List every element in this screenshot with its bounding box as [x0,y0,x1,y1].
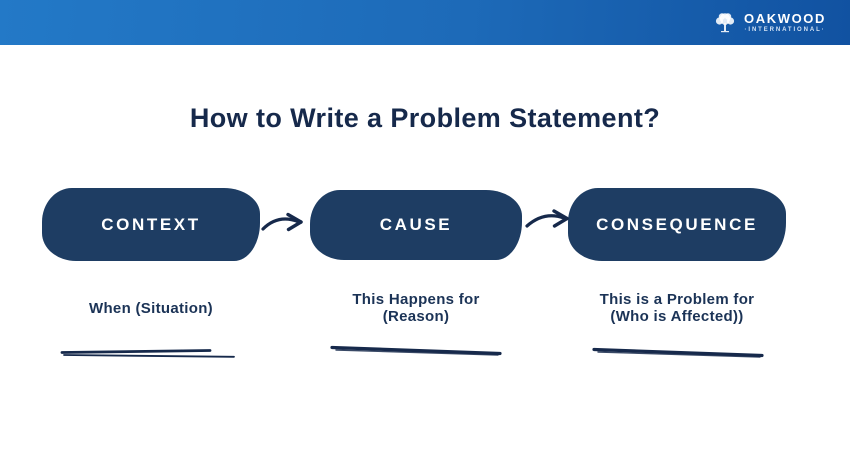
step-label-consequence: CONSEQUENCE [596,214,758,234]
step-label-context: CONTEXT [101,214,201,234]
brand-logo: OAKWOOD ·INTERNATIONAL· [713,11,826,35]
arrow-right-icon [260,206,308,240]
brand-subtitle: ·INTERNATIONAL· [744,27,826,33]
hand-drawn-underline [60,348,236,360]
oakwood-tree-icon [713,11,737,35]
brand-name: OAKWOOD [744,11,826,26]
hand-drawn-underline [330,344,502,358]
page-title: How to Write a Problem Statement? [189,103,661,133]
step-box-context: CONTEXT [42,188,260,261]
hand-drawn-underline [592,346,764,360]
step-description-context: When (Situation) [89,300,213,317]
arrow-right-icon [524,202,574,236]
step-description-consequence: This is a Problem for (Who is Affected)) [599,291,755,325]
step-box-cause: CAUSE [310,190,522,260]
header-bar: OAKWOOD ·INTERNATIONAL· [0,0,850,45]
brand-text: OAKWOOD ·INTERNATIONAL· [744,12,826,33]
step-description-cause: This Happens for (Reason) [352,291,480,325]
step-label-cause: CAUSE [379,215,453,234]
step-box-consequence: CONSEQUENCE [568,188,786,261]
